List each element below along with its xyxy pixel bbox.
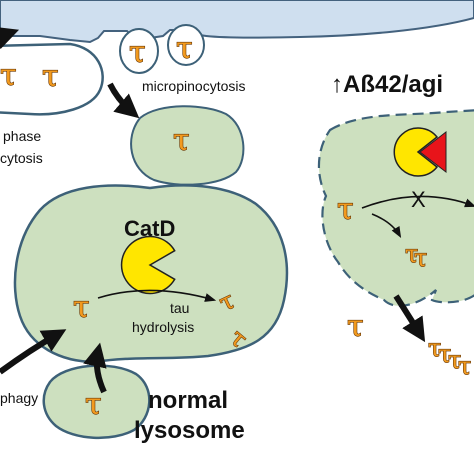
label-phase: phase: [3, 128, 41, 144]
left-entry-arrow: [0, 26, 20, 50]
label-normal: normal: [148, 387, 228, 414]
plasma-membrane: [0, 0, 474, 44]
tau-monomer: τ: [129, 35, 146, 70]
autophagy-arrow: [83, 342, 107, 394]
tau-aggregate: τ τ τ τ: [427, 333, 471, 380]
label-cytosis: cytosis: [0, 150, 43, 166]
label-hydrolysis: hydrolysis: [132, 319, 194, 335]
svg-text:τ: τ: [458, 352, 471, 380]
tau-monomer: τ: [337, 192, 354, 227]
label-phagy: phagy: [0, 390, 38, 406]
inhibitor-wedge-icon: [419, 130, 447, 174]
tau-monomer: τ: [0, 58, 17, 93]
blocked-hydrolysis-arrow: [361, 195, 474, 209]
svg-text:τ: τ: [438, 340, 451, 368]
tau-monomer: τ: [173, 123, 190, 158]
pinocytic-vesicle-2: [167, 24, 205, 66]
pinocytic-vesicle-1: [119, 28, 159, 74]
endocytosis-arrow: [0, 329, 67, 375]
label-abeta-aging: ↑Aß42/agi: [331, 71, 443, 98]
tau-monomer: τ: [347, 309, 364, 344]
fluid-phase-vesicle: [0, 42, 104, 116]
label-tau: tau: [170, 300, 189, 316]
catd-inhibited-icon: [393, 127, 439, 177]
endosome-vesicle: [130, 105, 245, 186]
aggregation-arrow: [393, 294, 426, 343]
svg-text:τ: τ: [448, 346, 461, 374]
svg-text:τ: τ: [428, 334, 441, 362]
tau-monomer: τ: [176, 31, 193, 66]
block-mark: X: [411, 187, 426, 212]
svg-text:τ: τ: [414, 244, 427, 272]
hydrolysis-arrow: [97, 289, 217, 302]
pinocytosis-arrow: [107, 82, 140, 119]
tau-oligomer: τ τ: [404, 239, 427, 272]
label-catd: CatD: [124, 216, 175, 241]
partial-cleavage-arrow: [371, 213, 402, 238]
tau-monomer: τ: [73, 290, 90, 325]
tau-monomer: τ: [85, 387, 102, 422]
label-lysosome: lysosome: [134, 417, 245, 444]
label-micropinocytosis: micropinocytosis: [142, 78, 245, 94]
svg-text:τ: τ: [405, 240, 418, 268]
tau-monomer: τ: [42, 59, 59, 94]
